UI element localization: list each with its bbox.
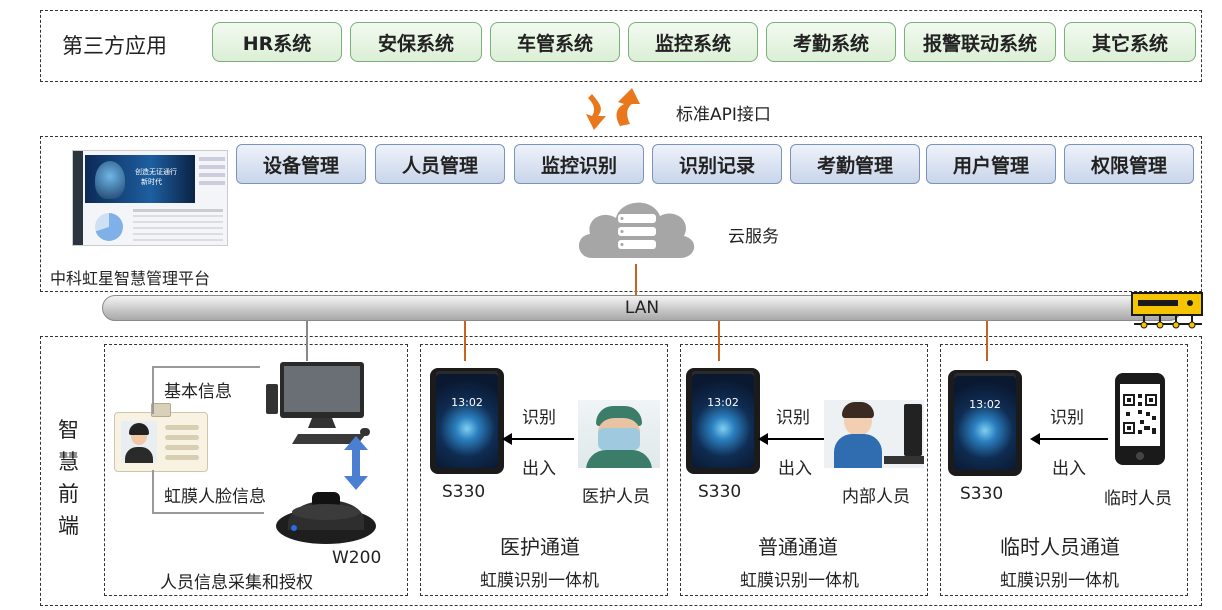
module-user-management[interactable]: 用户管理 bbox=[926, 144, 1056, 184]
platform-screenshot: 创造无证通行 新时代 bbox=[72, 150, 228, 246]
enroll-lan-link bbox=[306, 321, 308, 361]
app-monitor-system[interactable]: 监控系统 bbox=[628, 22, 758, 62]
channel-normal-exit: 出入 bbox=[778, 459, 812, 479]
channel-normal-recognize: 识别 bbox=[776, 408, 810, 428]
pie-chart-icon bbox=[95, 213, 123, 241]
arrow-left-icon bbox=[502, 433, 574, 445]
third-party-title: 第三方应用 bbox=[62, 34, 167, 58]
qr-code-phone-icon bbox=[1115, 373, 1165, 465]
module-attendance-management[interactable]: 考勤管理 bbox=[790, 144, 920, 184]
frontend-title-char-4: 端 bbox=[58, 514, 79, 538]
channel-visitor-name: 临时人员通道 bbox=[1000, 535, 1120, 559]
app-security-system[interactable]: 安保系统 bbox=[350, 22, 482, 62]
channel-medical-name: 医护通道 bbox=[500, 535, 580, 559]
module-device-management[interactable]: 设备管理 bbox=[236, 144, 366, 184]
channel-visitor-lan-link bbox=[986, 321, 988, 361]
iris-face-info-label: 虹膜人脸信息 bbox=[164, 487, 266, 507]
frontend-title-char-1: 智 bbox=[58, 418, 79, 442]
channel-visitor-exit: 出入 bbox=[1052, 459, 1086, 479]
computer-icon bbox=[266, 362, 370, 444]
id-card-icon bbox=[114, 403, 208, 472]
device-time: 13:02 bbox=[707, 396, 739, 409]
channel-normal-box bbox=[680, 344, 928, 596]
module-recognition-records[interactable]: 识别记录 bbox=[652, 144, 782, 184]
cloud-server-icon bbox=[578, 202, 695, 258]
channel-normal-device-label: S330 bbox=[698, 482, 742, 502]
arrow-left-icon bbox=[758, 433, 830, 445]
medical-staff-photo bbox=[578, 400, 660, 468]
app-other-system[interactable]: 其它系统 bbox=[1064, 22, 1196, 62]
lan-label: LAN bbox=[624, 298, 660, 318]
frontend-title-char-2: 慧 bbox=[58, 450, 79, 474]
channel-visitor-sub: 虹膜识别一体机 bbox=[1000, 571, 1119, 591]
channel-medical-box bbox=[420, 344, 668, 596]
basic-info-label: 基本信息 bbox=[164, 382, 232, 402]
channel-medical-sub: 虹膜识别一体机 bbox=[480, 571, 599, 591]
platform-section bbox=[40, 136, 1202, 292]
w200-label: W200 bbox=[332, 548, 382, 568]
network-switch-icon bbox=[1131, 292, 1203, 329]
s330-device-normal: 13:02 bbox=[686, 368, 760, 474]
enroll-caption: 人员信息采集和授权 bbox=[160, 573, 313, 593]
channel-medical-exit: 出入 bbox=[522, 459, 556, 479]
channel-visitor-recognize: 识别 bbox=[1050, 408, 1084, 428]
sync-arrow-icon bbox=[344, 436, 368, 490]
channel-normal-name: 普通通道 bbox=[758, 535, 838, 559]
frontend-title-char-3: 前 bbox=[58, 482, 79, 506]
channel-visitor-person: 临时人员 bbox=[1104, 489, 1172, 509]
channel-medical-person: 医护人员 bbox=[582, 487, 650, 507]
api-exchange-icon bbox=[586, 88, 640, 130]
frontend-section bbox=[40, 336, 1202, 606]
internal-staff-photo bbox=[824, 400, 924, 468]
third-party-section bbox=[40, 10, 1202, 82]
iris-scanner-w200-icon bbox=[276, 492, 376, 544]
enrollment-box bbox=[104, 344, 408, 596]
cloud-label: 云服务 bbox=[728, 227, 779, 247]
channel-medical-lan-link bbox=[464, 321, 466, 361]
api-label: 标准API接口 bbox=[676, 105, 771, 125]
channel-medical-device-label: S330 bbox=[442, 482, 486, 502]
channel-visitor-device-label: S330 bbox=[960, 484, 1004, 504]
person-portrait bbox=[121, 421, 157, 463]
module-permission-management[interactable]: 权限管理 bbox=[1064, 144, 1194, 184]
module-personnel-management[interactable]: 人员管理 bbox=[375, 144, 505, 184]
channel-normal-sub: 虹膜识别一体机 bbox=[740, 571, 859, 591]
device-time: 13:02 bbox=[969, 398, 1001, 411]
arrow-left-icon bbox=[1030, 433, 1108, 445]
channel-normal-lan-link bbox=[718, 321, 720, 361]
lan-bus: LAN bbox=[102, 295, 1182, 321]
screenshot-banner-line2: 新时代 bbox=[141, 178, 162, 186]
cloud-lan-link bbox=[635, 264, 637, 296]
app-alarm-system[interactable]: 报警联动系统 bbox=[904, 22, 1056, 62]
screenshot-banner-line1: 创造无证通行 bbox=[135, 168, 177, 176]
platform-name: 中科虹星智慧管理平台 bbox=[50, 269, 211, 288]
app-hr-system[interactable]: HR系统 bbox=[212, 22, 342, 62]
channel-visitor-box bbox=[940, 344, 1188, 596]
module-monitor-recognition[interactable]: 监控识别 bbox=[514, 144, 644, 184]
channel-normal-person: 内部人员 bbox=[842, 487, 910, 507]
app-vehicle-system[interactable]: 车管系统 bbox=[490, 22, 620, 62]
s330-device-visitor: 13:02 bbox=[948, 370, 1022, 476]
device-time: 13:02 bbox=[451, 396, 483, 409]
s330-device-medical: 13:02 bbox=[430, 368, 504, 474]
app-attendance-system[interactable]: 考勤系统 bbox=[766, 22, 896, 62]
channel-medical-recognize: 识别 bbox=[522, 408, 556, 428]
